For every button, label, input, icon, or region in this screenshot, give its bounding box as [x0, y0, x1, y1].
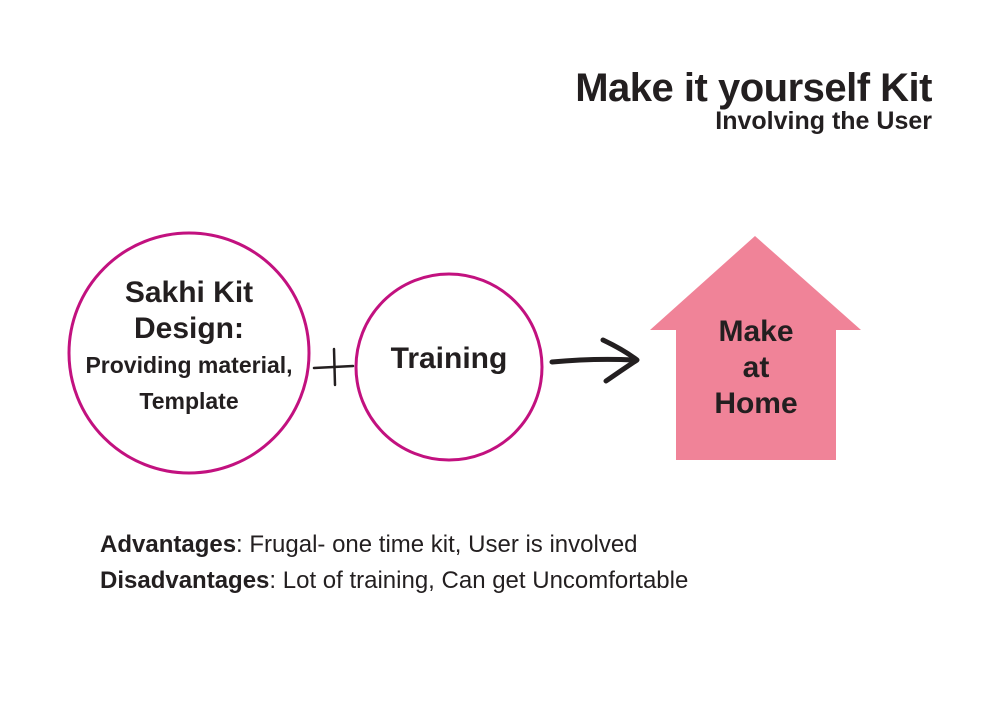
home-label-line: at: [742, 351, 770, 384]
make-at-home-label: Make at Home: [676, 314, 836, 422]
advantages-row: Advantages: Frugal- one time kit, User i…: [100, 531, 638, 558]
arrow-right-icon: [549, 337, 640, 384]
home-label-line: Home: [714, 387, 798, 420]
kit-design-label: Sakhi Kit Design: Providing material, Te…: [69, 275, 309, 419]
advantages-label: Advantages: [100, 531, 237, 558]
kit-design-circle: [67, 231, 311, 475]
training-label: Training: [390, 342, 508, 375]
kit-design-line: Providing material,: [85, 352, 293, 378]
training-circle: [354, 272, 544, 462]
page-subtitle: Involving the User: [715, 107, 932, 135]
kit-design-line: Template: [139, 388, 239, 414]
kit-design-line: Design:: [133, 312, 244, 345]
disadvantages-text: Lot of training, Can get Uncomfortable: [282, 567, 689, 594]
pros-cons: Advantages: Frugal- one time kit, User i…: [100, 527, 688, 599]
advantages-text: Frugal- one time kit, User is involved: [249, 531, 638, 558]
page-title: Make it yourself Kit: [575, 66, 932, 110]
home-label-line: Make: [718, 315, 794, 348]
disadvantages-row: Disadvantages: Lot of training, Can get …: [100, 567, 689, 594]
house-icon: [650, 236, 861, 460]
disadvantages-label: Disadvantages: [100, 567, 270, 594]
plus-icon: [312, 347, 355, 387]
kit-design-line: Sakhi Kit: [124, 276, 254, 309]
